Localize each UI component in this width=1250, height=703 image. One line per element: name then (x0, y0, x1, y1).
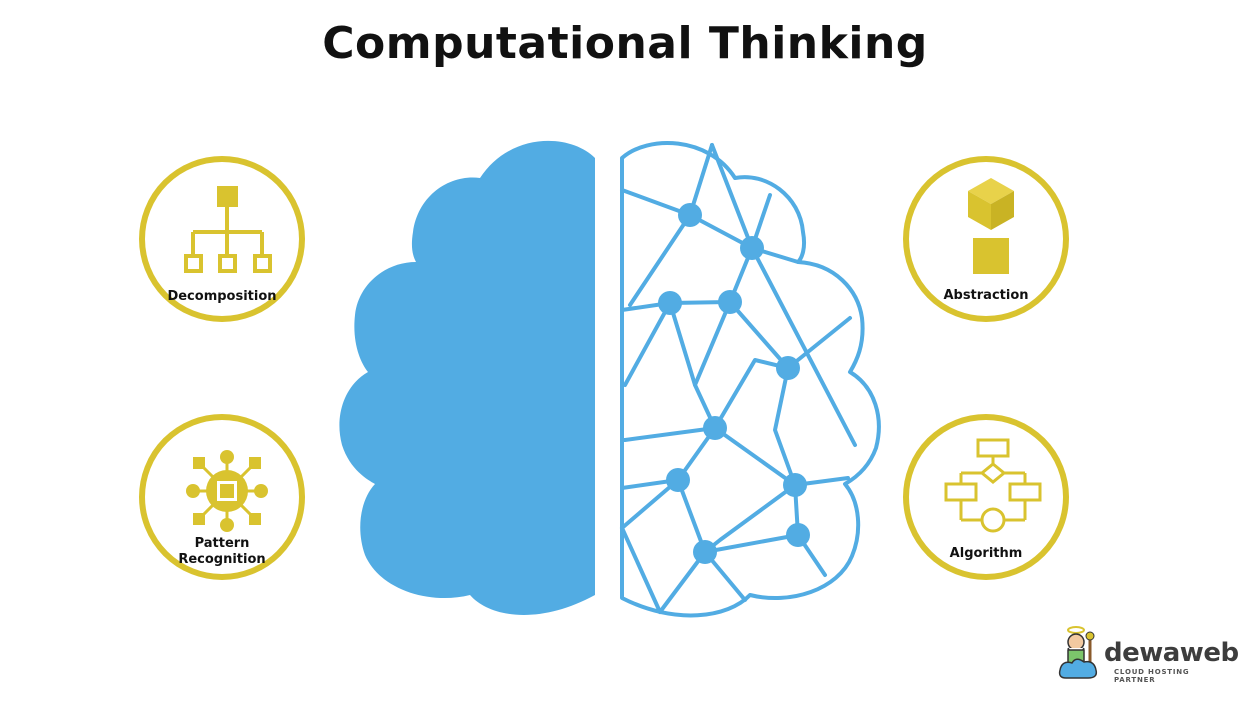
pattern-recognition-label-line1: Pattern (194, 536, 250, 551)
right-hemisphere (620, 141, 881, 618)
brand-name: dewaweb (1104, 638, 1239, 668)
pattern-recognition-circle: Pattern Recognition (139, 414, 305, 580)
hierarchy-icon (184, 186, 272, 273)
dewaweb-mascot-logo (1058, 626, 1098, 679)
brand-tagline: CLOUD HOSTING PARTNER (1114, 668, 1190, 684)
abstraction-label: Abstraction (943, 288, 1029, 303)
pattern-network-icon (186, 450, 268, 532)
decomposition-circle: Decomposition (139, 156, 305, 322)
algorithm-circle: Algorithm (903, 414, 1069, 580)
pattern-recognition-label-line2: Recognition (178, 552, 266, 567)
algorithm-label: Algorithm (949, 546, 1023, 561)
brain-illustration (339, 140, 881, 618)
dewaweb-logo: dewaweb CLOUD HOSTING PARTNER (1058, 626, 1239, 684)
abstraction-circle: Abstraction (903, 156, 1069, 322)
cube-icon (968, 178, 1014, 274)
left-hemisphere (339, 140, 595, 615)
network-nodes (658, 203, 810, 564)
flowchart-icon (944, 438, 1042, 533)
decomposition-label: Decomposition (167, 289, 277, 304)
page-title: Computational Thinking (322, 18, 928, 69)
